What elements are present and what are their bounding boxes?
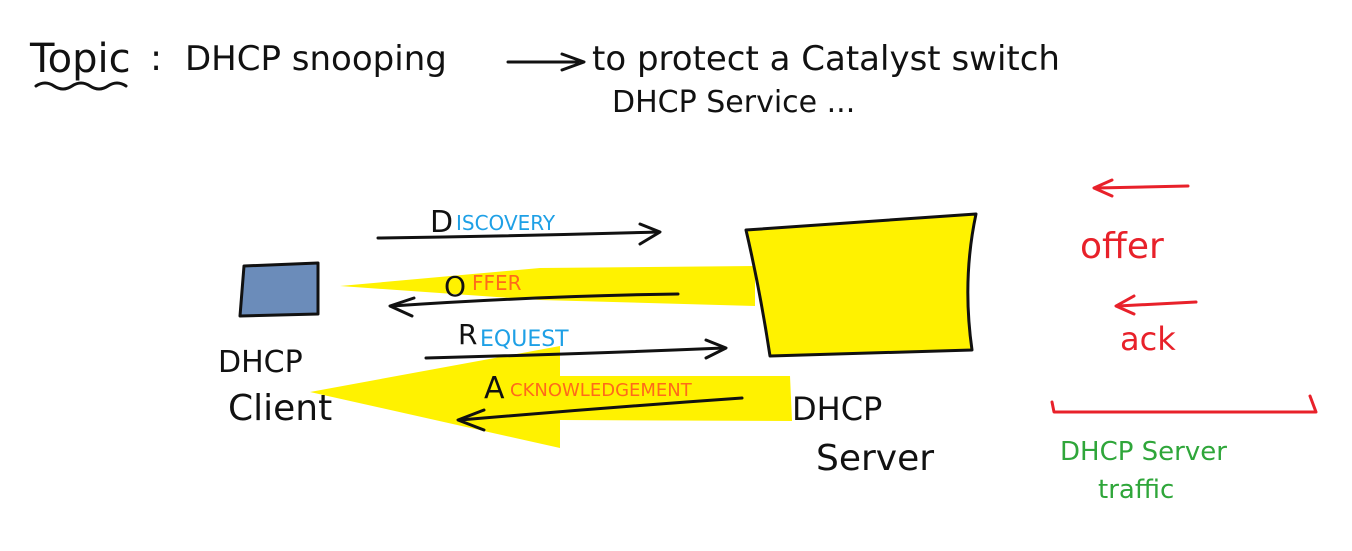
legend-note-line2: traffic — [1098, 475, 1174, 505]
legend-offer-label: offer — [1080, 226, 1164, 267]
legend-note-line1: DHCP Server — [1060, 437, 1227, 467]
discovery-label: ISCOVERY — [456, 211, 556, 235]
legend-offer-arrow — [1092, 178, 1190, 198]
topic-arrow-text: to protect a Catalyst switch — [592, 39, 1060, 79]
offer-label: FFER — [472, 271, 522, 295]
offer-highlight-arrow — [340, 266, 755, 306]
topic-second-line: DHCP Service ... — [612, 85, 855, 120]
topic-subject: DHCP snooping — [185, 39, 447, 79]
client-box — [238, 261, 320, 318]
discovery-initial: D — [430, 205, 453, 240]
ack-label: CKNOWLEDGEMENT — [510, 380, 693, 401]
legend-bracket — [1050, 394, 1318, 414]
ack-arrow — [456, 396, 744, 432]
request-initial: R — [458, 318, 477, 351]
server-label-line1: DHCP — [792, 390, 882, 428]
offer-arrow — [388, 292, 680, 318]
offer-initial: O — [444, 270, 466, 303]
server-label-line2: Server — [816, 438, 934, 479]
server-box — [744, 212, 978, 358]
topic-arrow — [506, 52, 586, 72]
discovery-arrow — [376, 222, 662, 246]
request-arrow — [424, 338, 728, 360]
topic-label: Topic — [29, 36, 131, 82]
topic-underline — [34, 81, 128, 91]
request-label: EQUEST — [480, 327, 569, 352]
ack-highlight-arrow — [310, 346, 792, 448]
topic-colon: : — [150, 38, 162, 79]
client-label-line1: DHCP — [218, 345, 303, 380]
legend-ack-label: ack — [1120, 320, 1176, 358]
client-label-line2: Client — [228, 388, 332, 429]
ack-initial: A — [484, 371, 505, 406]
legend-ack-arrow — [1114, 294, 1198, 316]
